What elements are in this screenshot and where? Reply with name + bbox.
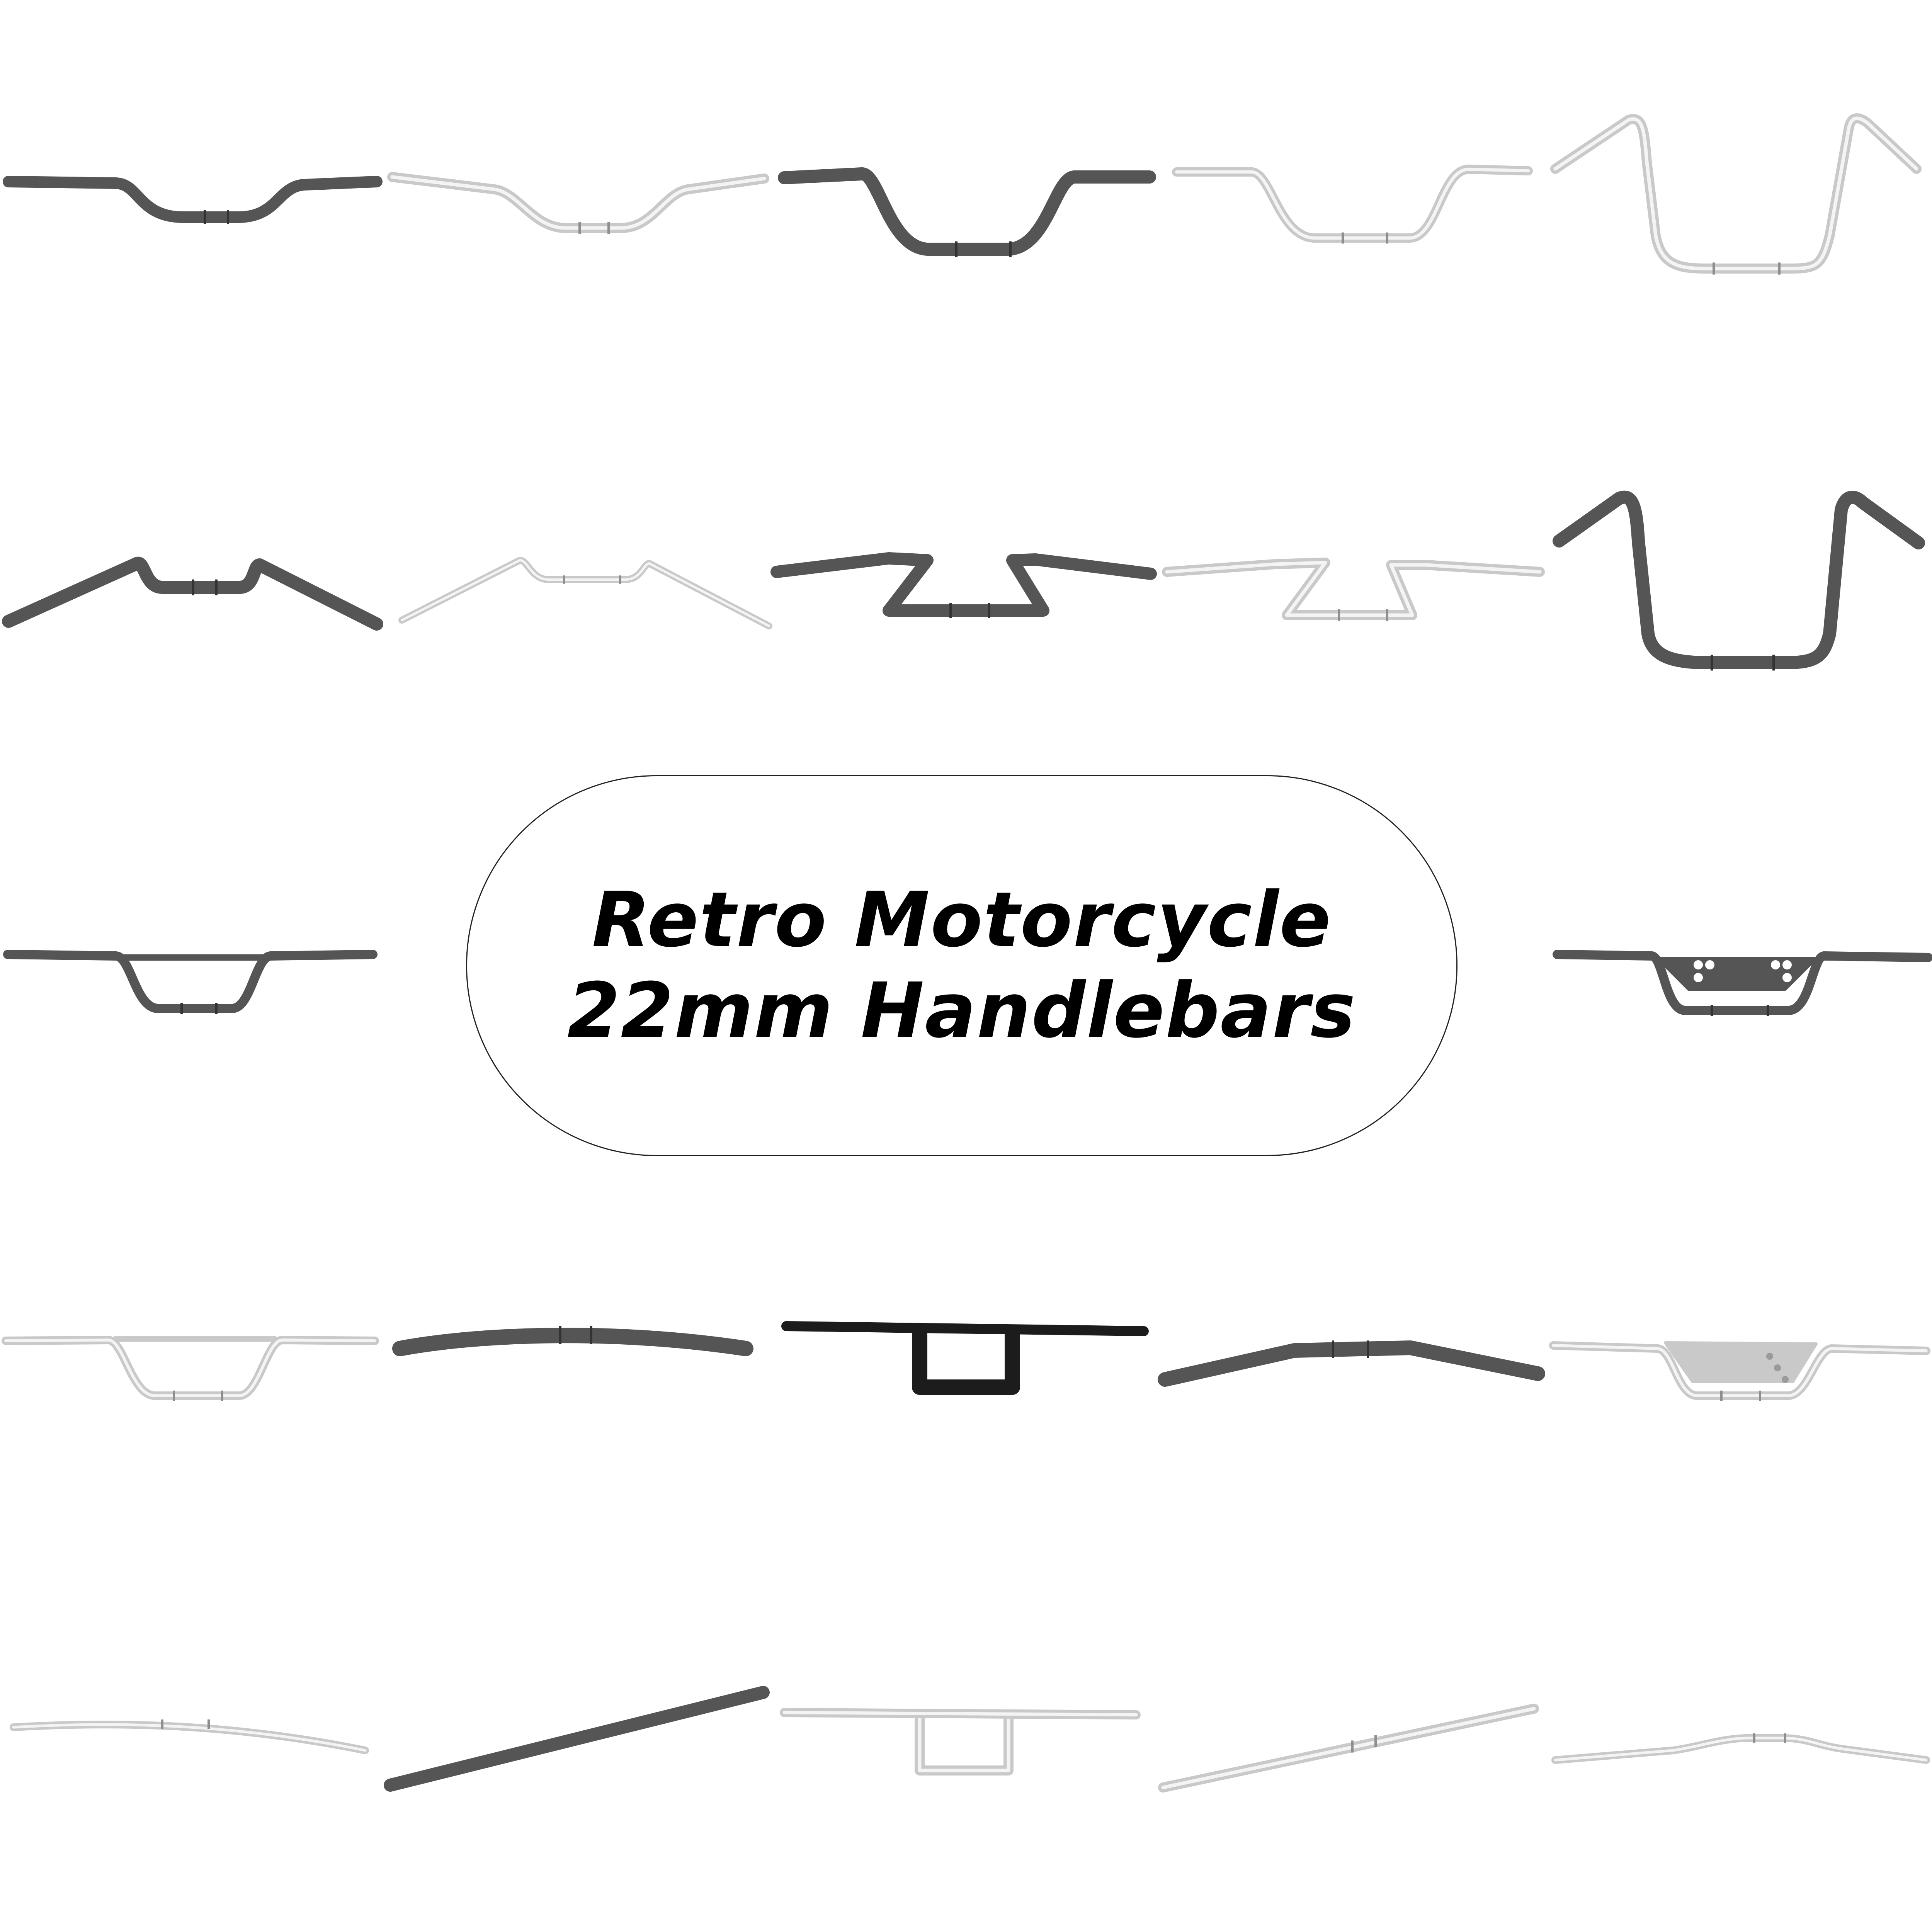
handlebar-z-bar-black [770, 552, 1157, 618]
handlebar-t-bar-black [781, 1321, 1149, 1395]
handlebar-ape-hanger-black [1553, 490, 1925, 671]
handlebar-flat-sweep-chrome [1551, 1733, 1930, 1764]
handlebar-braced-chrome [2, 1336, 379, 1401]
handlebar-straight-bar-chrome [1158, 1704, 1539, 1793]
handlebar-drag-bar-black [392, 1326, 753, 1356]
title-line-1: Retro Motorcycle [592, 876, 1332, 964]
handlebar-braced-drilled-black [1553, 950, 1932, 1016]
handlebar-braced-black [3, 950, 378, 1014]
handlebar-drag-bar-chrome [10, 1719, 369, 1754]
title-line-2: 22mm Handlebars [567, 967, 1356, 1055]
handlebar-straight-bar-black [384, 1686, 770, 1792]
handlebar-low-rise-black [3, 176, 383, 224]
handlebar-ape-hanger-chrome [1550, 113, 1922, 275]
handlebar-t-bar-chrome [780, 1708, 1141, 1776]
handlebar-swept-rise-chrome [398, 557, 772, 629]
title-banner: Retro Motorcycle 22mm Handlebars [466, 775, 1458, 1156]
handlebar-z-bar-chrome [1162, 558, 1545, 621]
handlebar-mid-rise-black [778, 167, 1156, 257]
handlebar-swept-rise-black [2, 556, 383, 631]
handlebar-mid-rise-chrome [1172, 165, 1533, 244]
handlebar-braced-drilled-chrome [1549, 1341, 1930, 1401]
handlebar-low-rise-chrome [387, 172, 769, 234]
handlebar-flat-sweep-black [1158, 1340, 1545, 1387]
